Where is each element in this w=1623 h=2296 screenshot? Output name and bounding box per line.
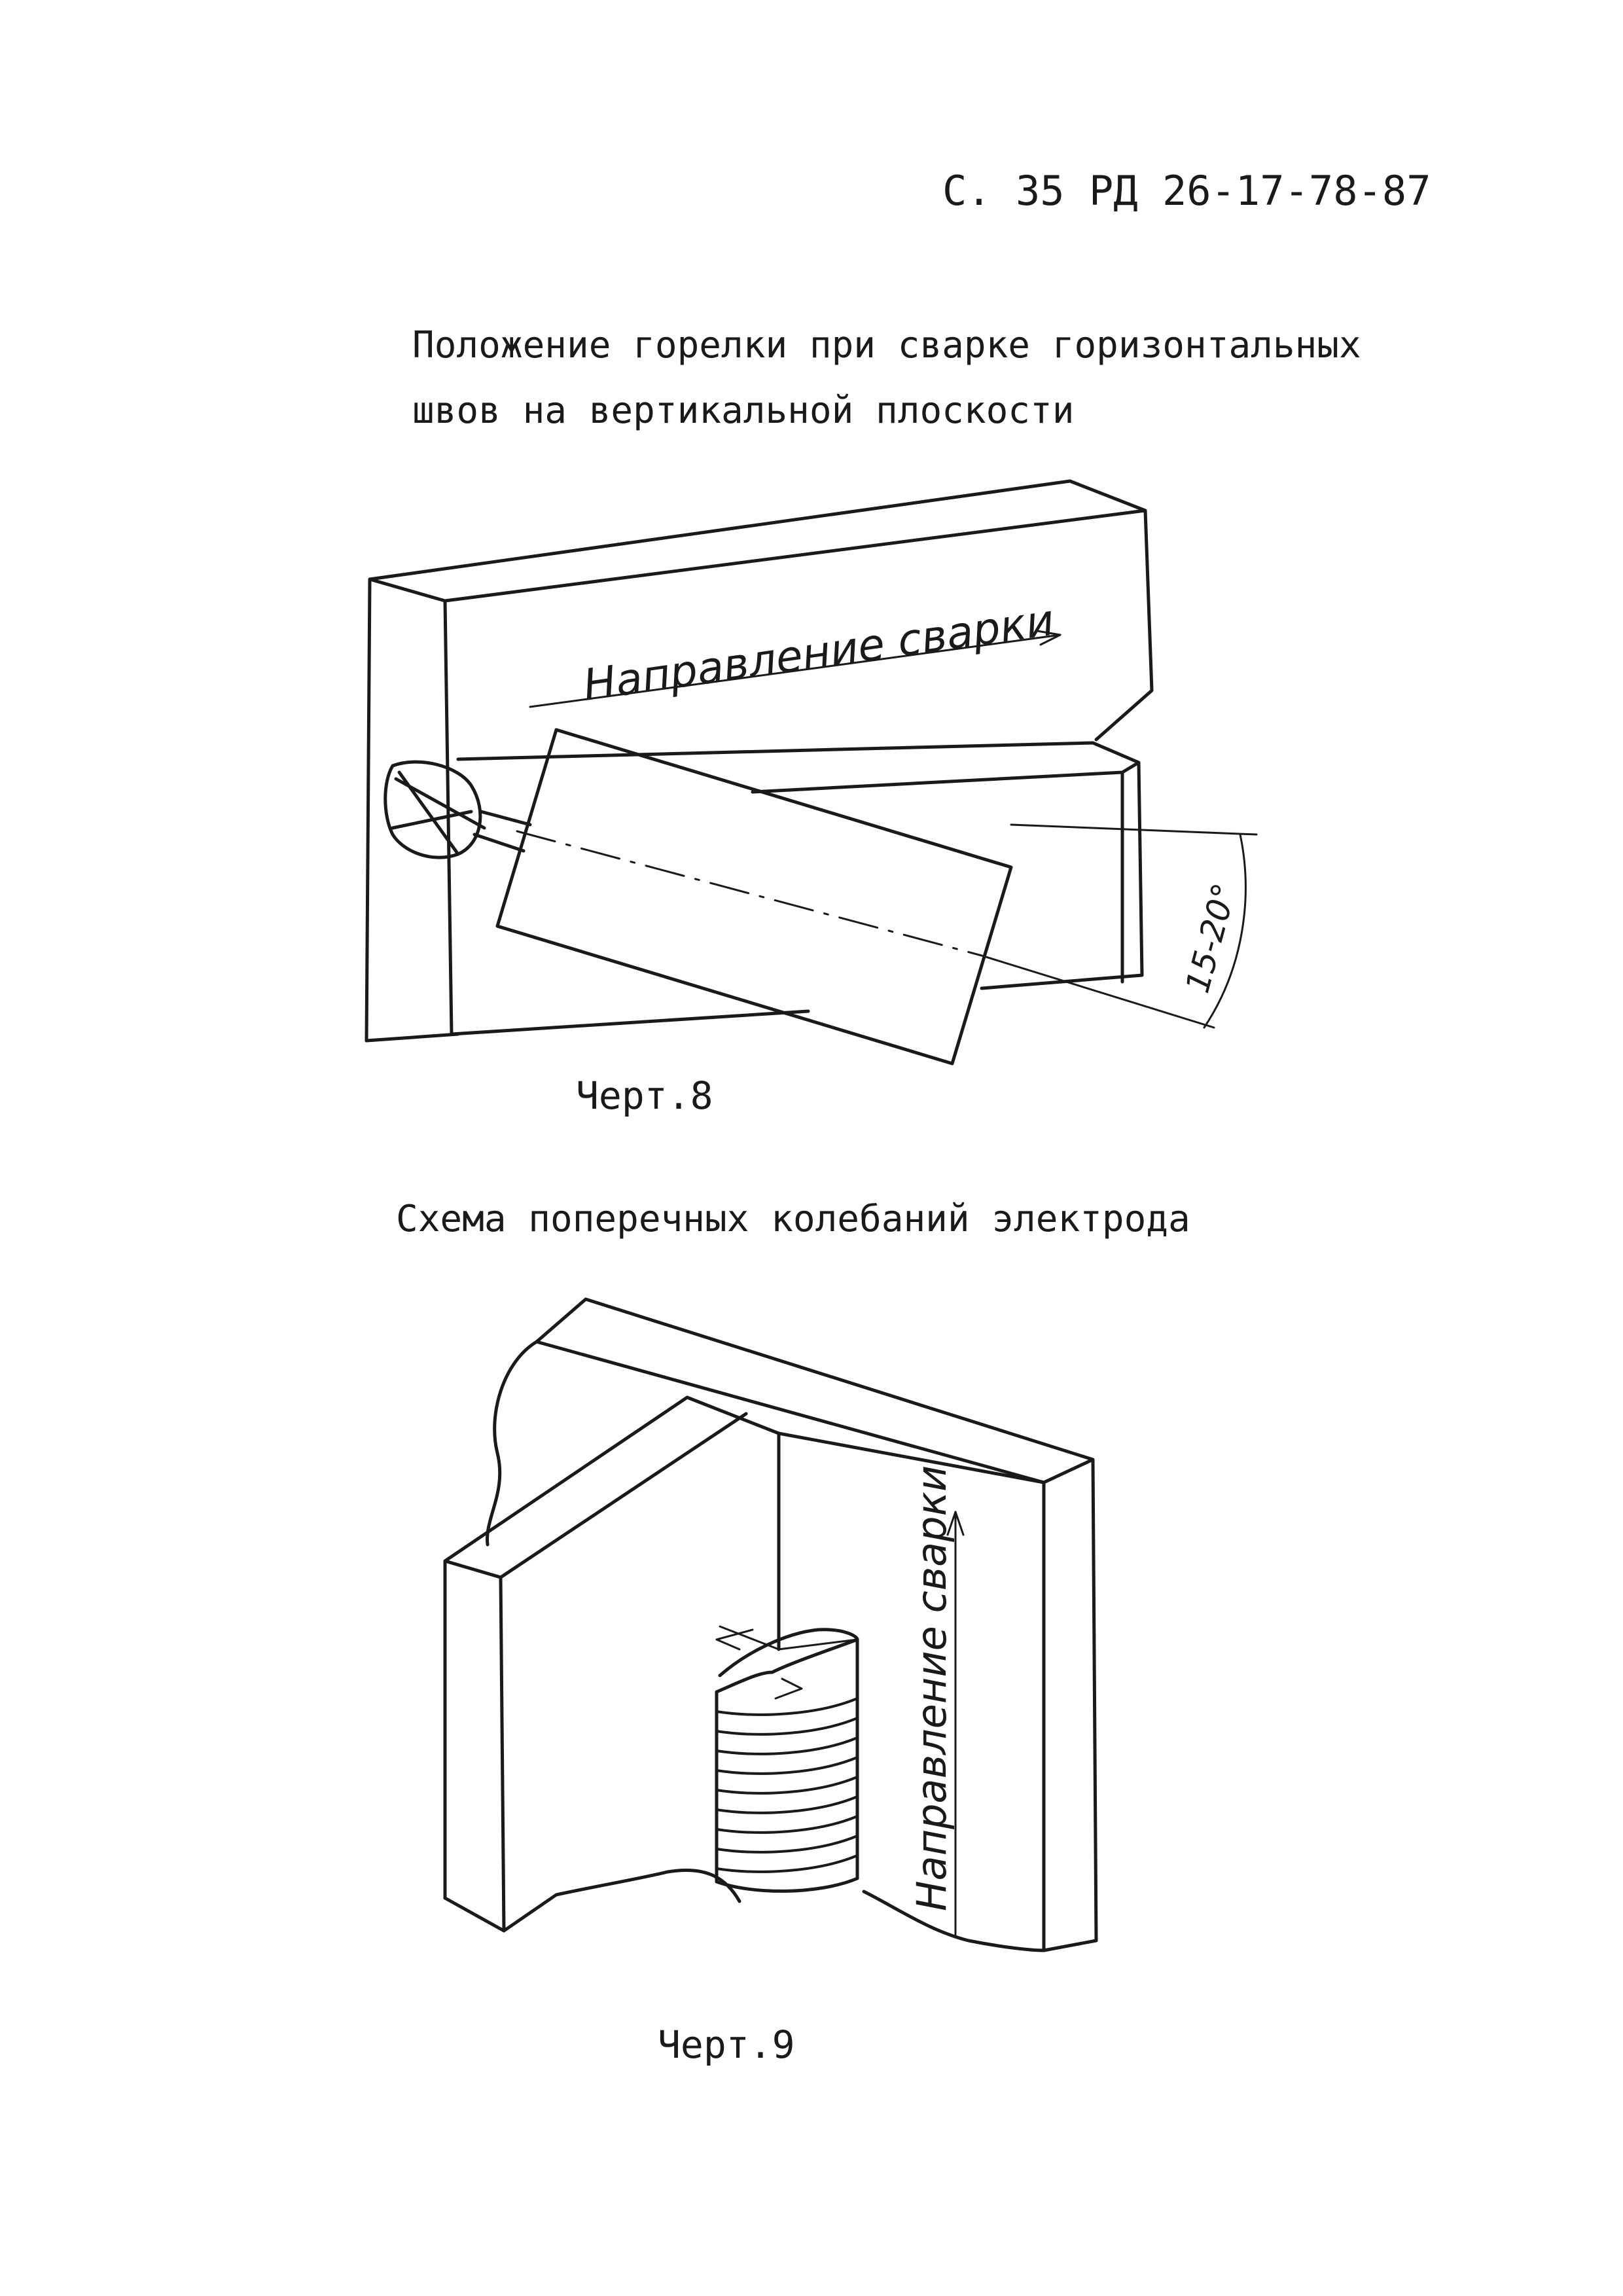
rib-plate [443,1395,781,1933]
bead-layers [715,1697,859,1873]
torch-body [495,728,1013,1066]
figure-8-title-line-1: Положение горелки при сварке горизонталь… [412,324,1361,367]
figure-9-caption: Черт.9 [658,2022,795,2067]
direction-arrow [529,634,1061,708]
oscillation-path [718,1628,859,1677]
angle-axis-extension [980,954,1215,1029]
page-reference: С. 35 РД 26-17-78-87 [942,167,1431,215]
angle-reference-line [1010,823,1258,836]
weld-bead-stack [715,1638,859,1893]
lower-plate-base [365,1009,810,1043]
back-plate-broken-edge [486,1340,539,1547]
torch-neck [473,810,532,853]
figure-8-caption: Черт.8 [576,1073,713,1118]
back-plate [535,1297,1098,1952]
corner-line [777,1431,1046,1484]
lower-plate [456,741,1144,990]
oscillation-arrow-left [715,1628,754,1651]
figure-8-title-line-2: швов на вертикальной плоскости [412,389,1075,432]
torch-axis [516,830,983,957]
oscillation-arrow-mid [774,1677,803,1700]
figure-9-title: Схема поперечных колебаний электрода [396,1198,1190,1240]
plate-left-edge [365,577,372,1043]
angle-arc [1203,833,1247,1029]
rib-bottom-broken [443,1868,741,1933]
direction-label-fig9: Направление сварки [908,1465,955,1911]
back-plate-bottom-broken [862,1890,1046,1952]
